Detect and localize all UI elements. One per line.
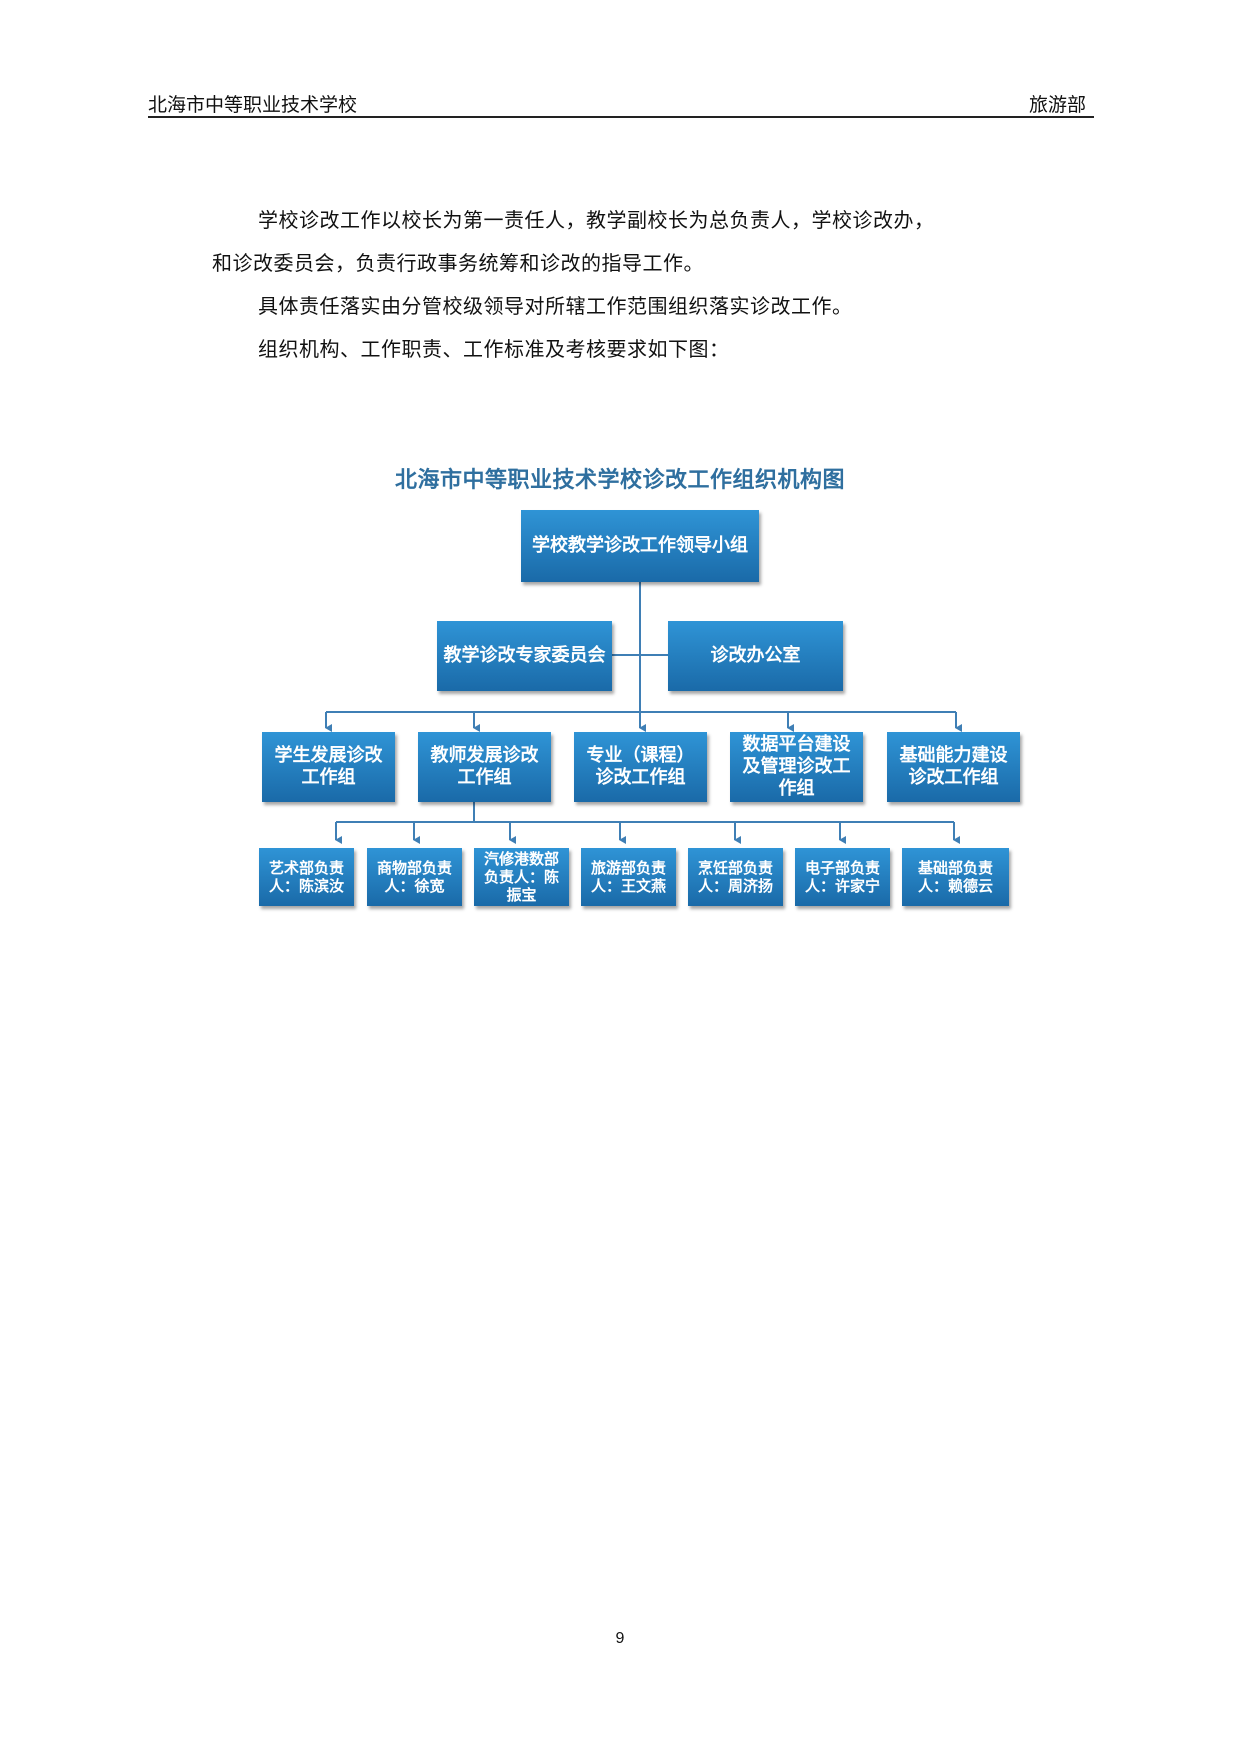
org-chart-title: 北海市中等职业技术学校诊改工作组织机构图	[394, 467, 845, 493]
org-box-dept-art: 艺术部负责人：陈滨汝	[259, 848, 354, 906]
org-box-dept-auto: 汽修港数部负责人：陈振宝	[474, 848, 569, 906]
page-number: 9	[615, 1630, 625, 1647]
page-header: 北海市中等职业技术学校 旅游部	[148, 86, 1094, 118]
org-box-group-student: 学生发展诊改工作组	[262, 732, 395, 802]
org-box-dept-cooking: 烹饪部负责人：周济扬	[688, 848, 783, 906]
header-school-name: 北海市中等职业技术学校	[148, 94, 358, 116]
org-box-expert-committee: 教学诊改专家委员会	[437, 621, 612, 691]
org-box-group-curriculum: 专业（课程）诊改工作组	[574, 732, 707, 802]
org-box-dept-tourism: 旅游部负责人：王文燕	[581, 848, 676, 906]
org-box-group-infrastructure: 基础能力建设诊改工作组	[887, 732, 1020, 802]
org-box-dept-commerce: 商物部负责人：徐宽	[367, 848, 462, 906]
paragraph-3: 组织机构、工作职责、工作标准及考核要求如下图：	[258, 337, 730, 361]
header-department: 旅游部	[1028, 94, 1086, 116]
org-box-dept-foundation: 基础部负责人：赖德云	[902, 848, 1009, 906]
org-box-office: 诊改办公室	[668, 621, 843, 691]
paragraph-1: 学校诊改工作以校长为第一责任人，教学副校长为总负责人，学校诊改办，	[258, 208, 935, 232]
org-box-leadership-group: 学校教学诊改工作领导小组	[521, 510, 759, 582]
org-box-group-teacher: 教师发展诊改工作组	[418, 732, 551, 802]
paragraph-1-cont: 和诊改委员会，负责行政事务统筹和诊改的指导工作。	[212, 251, 704, 275]
paragraph-2: 具体责任落实由分管校级领导对所辖工作范围组织落实诊改工作。	[258, 294, 853, 318]
org-box-group-data-platform: 数据平台建设及管理诊改工作组	[730, 732, 863, 802]
org-box-dept-electronics: 电子部负责人：许家宁	[795, 848, 890, 906]
